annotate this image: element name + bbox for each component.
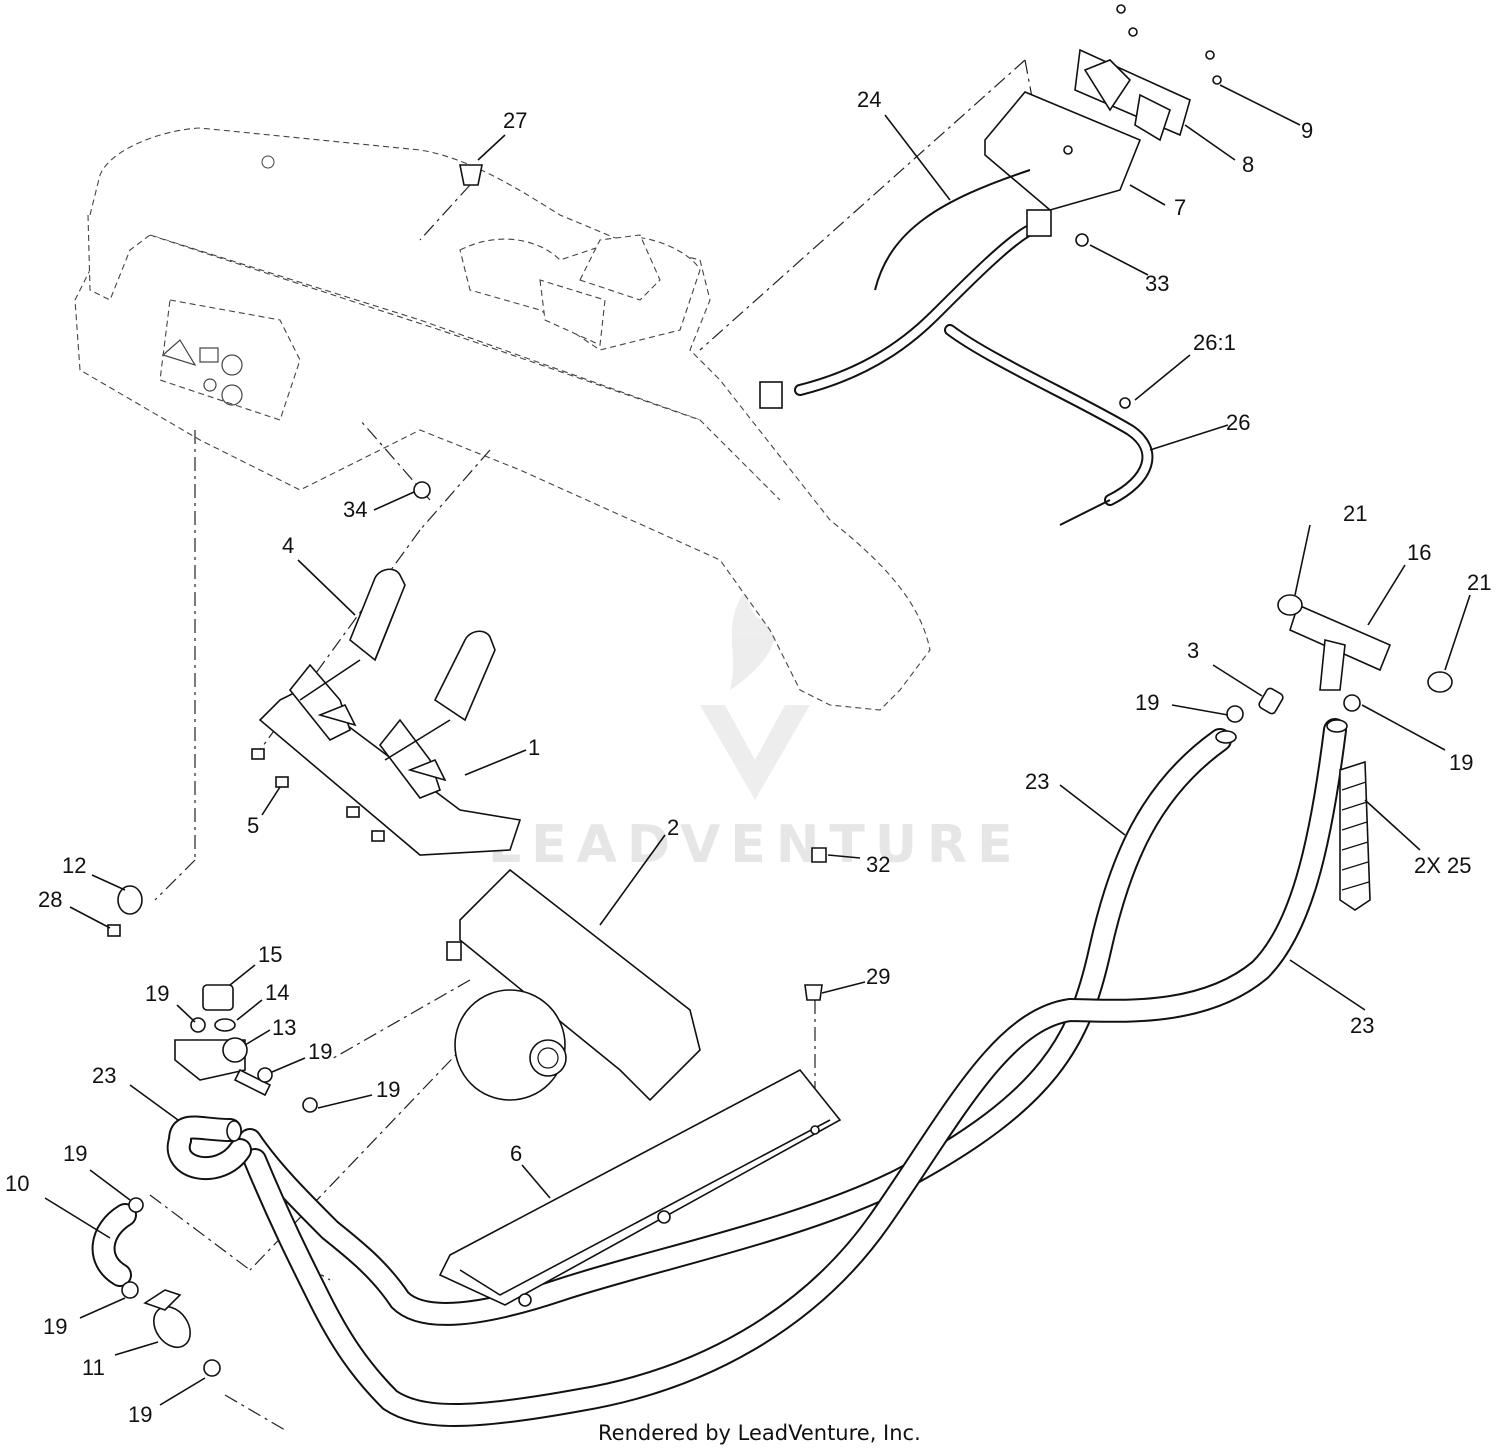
part-16-tee-fitting (1289, 603, 1392, 691)
callout-19-f: 19 (63, 1141, 87, 1166)
part-7-panel-bracket (984, 48, 1191, 211)
part-4-u-bolts (299, 568, 496, 761)
part-21-clamps (1277, 594, 1453, 693)
hood-phantom-outline (74, 127, 931, 711)
callout-8: 8 (1242, 152, 1254, 177)
callout-19-b: 19 (1449, 750, 1473, 775)
callout-23-b: 23 (92, 1063, 116, 1088)
callout-24: 24 (857, 87, 881, 112)
watermark-logo (700, 590, 810, 800)
part-3-fitting (1258, 687, 1284, 715)
part-12-clamp (117, 885, 143, 915)
assembly-centerlines (149, 59, 1041, 1431)
render-credit: Rendered by LeadVenture, Inc. (598, 1421, 921, 1445)
callout-21-left: 21 (1343, 501, 1367, 526)
callout-4: 4 (282, 533, 294, 558)
part-2-blower (446, 868, 701, 1102)
callout-19-a: 19 (1135, 690, 1159, 715)
callout-14: 14 (265, 980, 289, 1005)
callout-26: 26 (1226, 410, 1250, 435)
callout-labels: 27 24 9 8 7 33 26:1 26 34 4 1 5 21 16 21… (5, 87, 1491, 1427)
callout-29: 29 (866, 964, 890, 989)
callout-6: 6 (510, 1141, 522, 1166)
callout-26-1: 26:1 (1193, 330, 1236, 355)
callout-21-right: 21 (1467, 570, 1491, 595)
callout-2x25: 2X 25 (1414, 853, 1472, 878)
part-27-bolt (459, 164, 483, 186)
part-32-clip (811, 847, 827, 863)
callout-12: 12 (62, 853, 86, 878)
part-13-valve (174, 1037, 272, 1097)
callout-28: 28 (38, 887, 62, 912)
part-28-nut (107, 924, 121, 937)
callout-5: 5 (247, 813, 259, 838)
part-19-hose-clamps (121, 694, 1361, 1377)
callout-19-h: 19 (128, 1402, 152, 1427)
part-33-screw (1075, 233, 1089, 247)
part-15-cap (202, 984, 234, 1011)
callout-33: 33 (1145, 271, 1169, 296)
callout-19-c: 19 (145, 981, 169, 1006)
part-1-mount-bracket (258, 663, 522, 856)
callout-7: 7 (1174, 195, 1186, 220)
callout-34: 34 (343, 497, 367, 522)
callout-3: 3 (1187, 638, 1199, 663)
hose-assembly (91, 718, 1348, 1427)
callout-19-e: 19 (376, 1077, 400, 1102)
part-11-inline-fitting (143, 1289, 191, 1349)
callout-23-c: 23 (1350, 1013, 1374, 1038)
callout-32: 32 (866, 852, 890, 877)
callout-16: 16 (1407, 540, 1431, 565)
callout-9: 9 (1301, 118, 1313, 143)
part-9-screws (1116, 4, 1222, 85)
callout-27: 27 (503, 108, 527, 133)
part-14-washer (214, 1018, 236, 1032)
callout-15: 15 (258, 942, 282, 967)
part-5-nuts (251, 748, 385, 842)
callout-11: 11 (82, 1355, 105, 1380)
leader-lines (44, 84, 1471, 1406)
watermark-text: LEADVENTURE (488, 815, 1023, 875)
callout-1: 1 (528, 735, 540, 760)
callout-2: 2 (667, 815, 679, 840)
callout-19-g: 19 (43, 1314, 67, 1339)
part-24-26-wire-harness (759, 169, 1154, 526)
callout-23-a: 23 (1025, 769, 1049, 794)
callout-19-d: 19 (308, 1039, 332, 1064)
part-6-rail-bracket (438, 1068, 842, 1307)
callout-10: 10 (5, 1171, 29, 1196)
part-34-nut (413, 481, 431, 499)
callout-13: 13 (272, 1015, 296, 1040)
part-25-spring-guard (1339, 760, 1371, 911)
part-29-bolt (804, 984, 823, 1001)
